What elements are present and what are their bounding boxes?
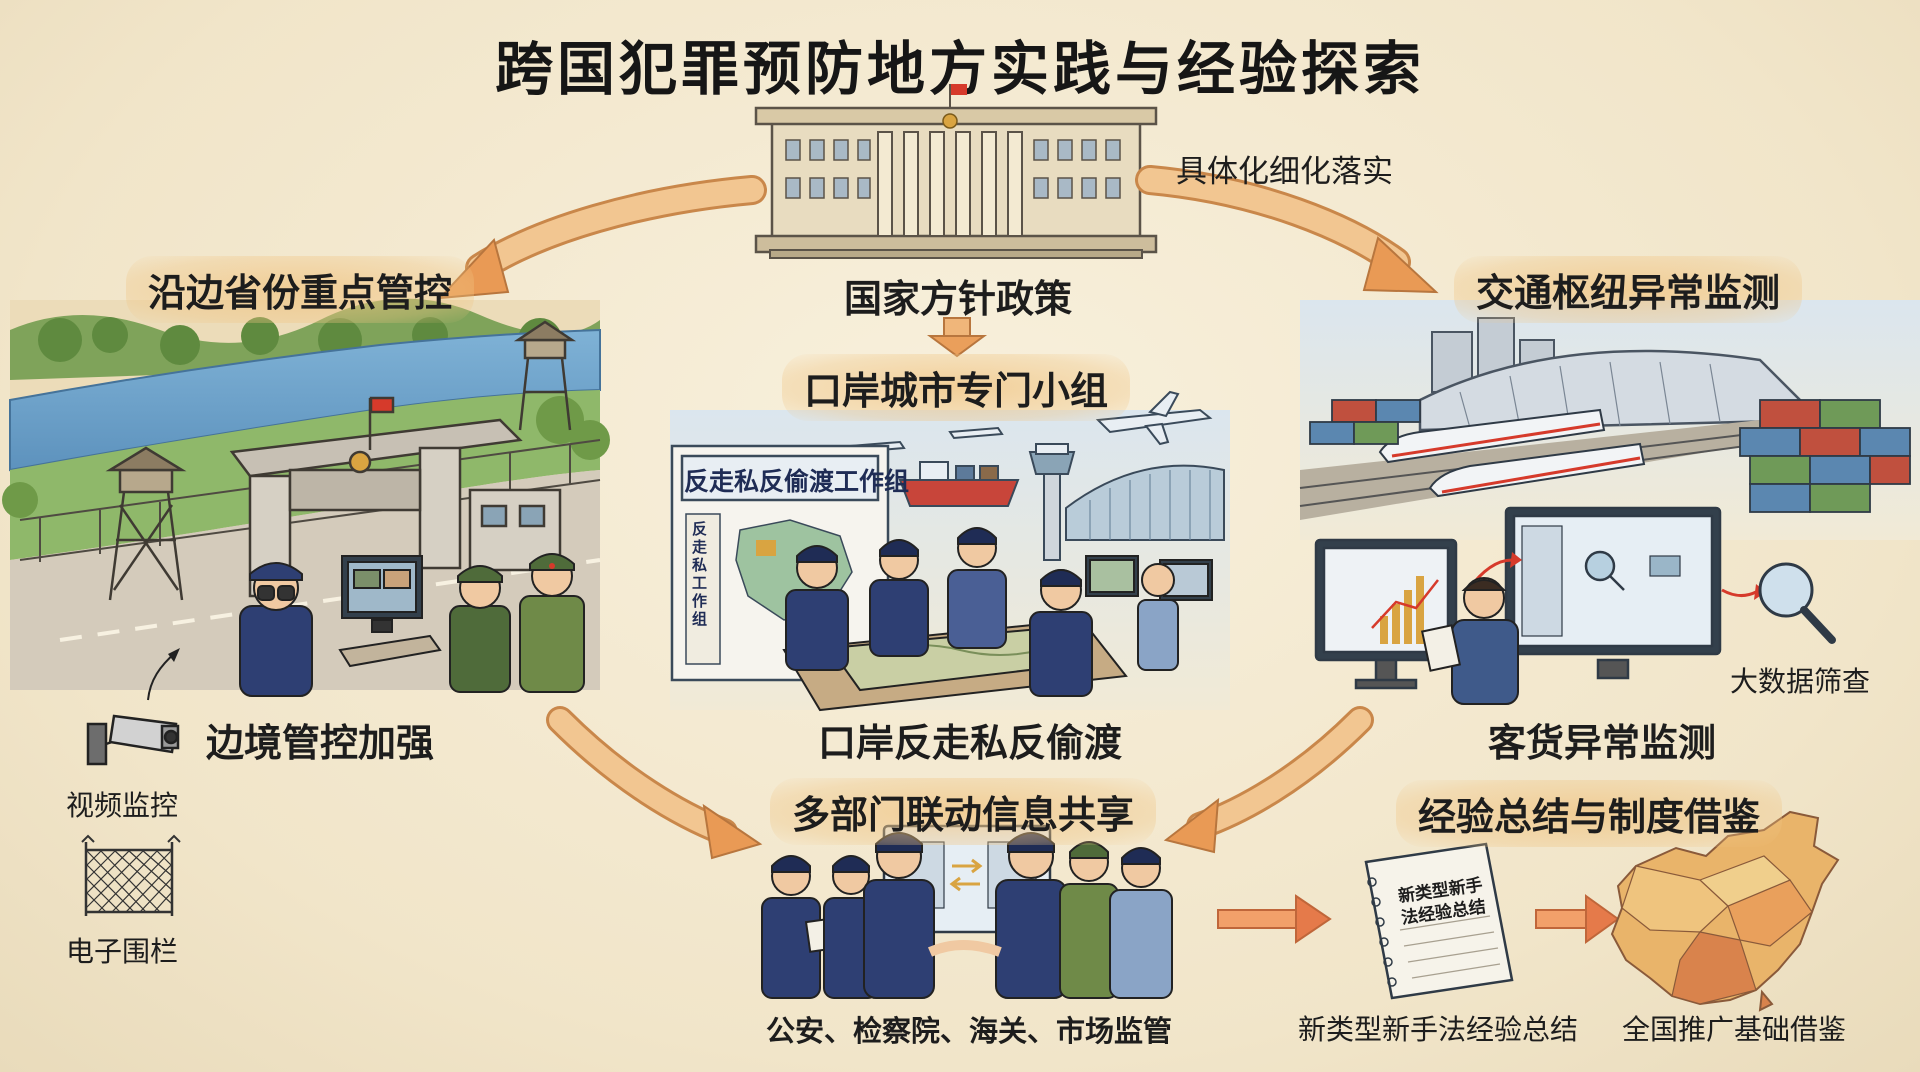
port-team-title: 口岸城市专门小组	[782, 354, 1131, 421]
new-methods-summary-caption: 新类型新手法经验总结	[1298, 1013, 1579, 1046]
port-anti-smuggling-caption: 口岸反走私反偷渡	[818, 721, 1123, 765]
transport-hubs-title: 交通枢纽异常监测	[1454, 256, 1803, 323]
border-control-caption: 边境管控加强	[206, 721, 435, 765]
arrow-share-to-summary	[1217, 894, 1332, 944]
china-map-icon	[1610, 810, 1840, 1012]
arrow-to-port-team	[926, 317, 988, 358]
board-side-text: 反走私工作组	[692, 520, 708, 628]
arrow-to-border-provinces	[437, 175, 767, 300]
departments-caption: 公安、检察院、海关、市场监管	[766, 1014, 1173, 1048]
video-camera-icon	[86, 714, 180, 766]
magnifier-icon	[1758, 562, 1836, 644]
port-city-scene	[670, 390, 1230, 712]
border-provinces-title: 沿边省份重点管控	[126, 256, 475, 323]
passenger-freight-caption: 客货异常监测	[1488, 721, 1717, 765]
transport-hub-scene	[1299, 300, 1920, 705]
notebook-icon	[1364, 842, 1514, 1000]
video-surveillance-label: 视频监控	[66, 789, 179, 822]
border-control-scene	[2, 298, 610, 701]
electronic-fence-icon	[81, 834, 181, 916]
government-building-icon	[754, 84, 1158, 259]
detail-implementation-note: 具体化细化落实	[1176, 154, 1393, 190]
national-policy-label: 国家方针政策	[844, 277, 1073, 321]
electronic-fence-label: 电子围栏	[66, 935, 179, 968]
experience-summary-title: 经验总结与制度借鉴	[1396, 780, 1783, 847]
arrow-summary-to-promote	[1535, 894, 1620, 944]
information-sharing-title: 多部门联动信息共享	[770, 778, 1157, 845]
arrow-to-transport-hubs	[1135, 165, 1439, 294]
arrow-border-to-share	[546, 706, 763, 860]
big-data-screening-label: 大数据筛查	[1730, 665, 1871, 698]
board-title: 反走私反偷渡工作组	[684, 467, 910, 496]
cooperation-scene	[761, 824, 1173, 999]
arrow-hub-to-share	[1163, 706, 1374, 854]
national-promotion-caption: 全国推广基础借鉴	[1622, 1013, 1847, 1046]
